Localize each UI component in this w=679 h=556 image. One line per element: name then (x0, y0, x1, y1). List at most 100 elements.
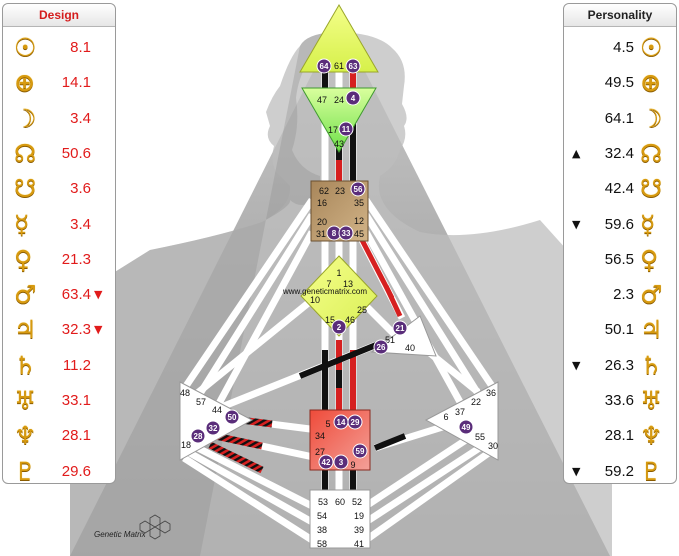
gate-30[interactable]: 30 (488, 441, 498, 451)
design-row-venus[interactable]: ♀21.3 (3, 245, 115, 275)
design-row-pluto[interactable]: ♇29.6 (3, 457, 115, 487)
design-row-uranus[interactable]: ♅33.1 (3, 386, 115, 416)
activated-gate-59[interactable]: 59 (352, 443, 368, 459)
gate-20[interactable]: 20 (317, 217, 327, 227)
gate-40[interactable]: 40 (405, 343, 415, 353)
activated-gate-21[interactable]: 21 (392, 320, 408, 336)
personality-row-sun[interactable]: ☉4.5 (564, 33, 676, 63)
activated-gate-33[interactable]: 33 (338, 225, 354, 241)
activated-gate-2[interactable]: 2 (331, 319, 347, 335)
activated-gate-26[interactable]: 26 (373, 339, 389, 355)
gate-7[interactable]: 7 (326, 279, 331, 289)
design-row-neptune[interactable]: ♆28.1 (3, 421, 115, 451)
gate-45[interactable]: 45 (354, 229, 364, 239)
personality-row-moon[interactable]: ☽64.1 (564, 104, 676, 134)
activated-gate-50[interactable]: 50 (224, 409, 240, 425)
personality-row-north-node[interactable]: ☊32.4▲ (564, 139, 676, 169)
gate-61[interactable]: 61 (334, 61, 344, 71)
personality-row-pluto[interactable]: ♇59.2▼ (564, 457, 676, 487)
gate-1[interactable]: 1 (336, 268, 341, 278)
design-row-moon[interactable]: ☽ 3.4 (3, 104, 115, 134)
gate-35[interactable]: 35 (354, 198, 364, 208)
activated-gate-8[interactable]: 8 (326, 225, 342, 241)
gate-number: 63 (349, 62, 358, 71)
activated-gate-42[interactable]: 42 (318, 454, 334, 470)
design-row-mercury[interactable]: ☿3.4 (3, 210, 115, 240)
root-center[interactable] (309, 489, 371, 549)
personality-row-uranus[interactable]: ♅33.6 (564, 386, 676, 416)
personality-row-saturn[interactable]: ♄26.3▼ (564, 351, 676, 381)
activated-gate-4[interactable]: 4 (345, 90, 361, 106)
gate-6[interactable]: 6 (443, 412, 448, 422)
gate-line-value: 26.3 (604, 356, 634, 374)
moon-icon: ☽ (14, 103, 37, 133)
activated-gate-56[interactable]: 56 (350, 181, 366, 197)
gate-62[interactable]: 62 (319, 186, 329, 196)
gate-37[interactable]: 37 (455, 407, 465, 417)
gate-60[interactable]: 60 (335, 497, 345, 507)
gate-line-value: 50.1 (604, 321, 634, 339)
design-row-earth[interactable]: ⊕14.1 (3, 68, 115, 98)
gate-24[interactable]: 24 (334, 95, 344, 105)
gate-22[interactable]: 22 (471, 397, 481, 407)
design-row-saturn[interactable]: ♄11.2 (3, 351, 115, 381)
gate-line-value: 42.4 (604, 180, 634, 198)
activated-gate-29[interactable]: 29 (347, 414, 363, 430)
gate-12[interactable]: 12 (354, 216, 364, 226)
gate-25[interactable]: 25 (357, 305, 367, 315)
gate-23[interactable]: 23 (335, 186, 345, 196)
design-row-north-node[interactable]: ☊50.6 (3, 139, 115, 169)
design-row-mars[interactable]: ♂63.4▼ (3, 280, 115, 310)
gate-51[interactable]: 51 (385, 335, 395, 345)
gate-55[interactable]: 55 (475, 432, 485, 442)
gate-41[interactable]: 41 (354, 539, 364, 549)
design-row-south-node[interactable]: ☋3.6 (3, 174, 115, 204)
gate-47[interactable]: 47 (317, 95, 327, 105)
activated-gate-32[interactable]: 32 (205, 420, 221, 436)
gate-53[interactable]: 53 (318, 497, 328, 507)
design-row-sun[interactable]: ☉8.1 (3, 33, 115, 63)
activated-gate-14[interactable]: 14 (333, 414, 349, 430)
gate-31[interactable]: 31 (316, 229, 326, 239)
gate-46[interactable]: 46 (345, 315, 355, 325)
activated-gate-63[interactable]: 63 (345, 58, 361, 74)
g-center[interactable] (300, 255, 378, 337)
gate-9[interactable]: 9 (350, 460, 355, 470)
gate-10[interactable]: 10 (310, 295, 320, 305)
personality-row-south-node[interactable]: ☋42.4 (564, 174, 676, 204)
gate-57[interactable]: 57 (196, 397, 206, 407)
personality-row-mercury[interactable]: ☿59.6▼ (564, 210, 676, 240)
gate-13[interactable]: 13 (343, 279, 353, 289)
personality-row-venus[interactable]: ♀56.5 (564, 245, 676, 275)
gate-58[interactable]: 58 (317, 539, 327, 549)
personality-row-jupiter[interactable]: ♃50.1 (564, 315, 676, 345)
gate-16[interactable]: 16 (317, 198, 327, 208)
personality-row-neptune[interactable]: ♆28.1 (564, 421, 676, 451)
gate-18[interactable]: 18 (181, 440, 191, 450)
gate-27[interactable]: 27 (315, 447, 325, 457)
gate-34[interactable]: 34 (315, 431, 325, 441)
gate-19[interactable]: 19 (354, 511, 364, 521)
gate-39[interactable]: 39 (354, 525, 364, 535)
gate-5[interactable]: 5 (325, 419, 330, 429)
head-center[interactable] (299, 4, 379, 73)
gate-36[interactable]: 36 (486, 388, 496, 398)
gate-48[interactable]: 48 (180, 388, 190, 398)
gate-54[interactable]: 54 (317, 511, 327, 521)
gate-17[interactable]: 17 (328, 125, 338, 135)
gate-52[interactable]: 52 (352, 497, 362, 507)
gate-43[interactable]: 43 (334, 139, 344, 149)
activated-gate-28[interactable]: 28 (190, 428, 206, 444)
gate-number: 28 (194, 432, 203, 441)
activated-gate-3[interactable]: 3 (333, 454, 349, 470)
gate-line-value: 3.4 (70, 109, 91, 127)
activated-gate-11[interactable]: 11 (338, 121, 354, 137)
activated-gate-64[interactable]: 64 (316, 58, 332, 74)
activated-gate-49[interactable]: 49 (458, 419, 474, 435)
gate-38[interactable]: 38 (317, 525, 327, 535)
design-row-jupiter[interactable]: ♃32.3▼ (3, 315, 115, 345)
gate-15[interactable]: 15 (325, 315, 335, 325)
gate-44[interactable]: 44 (212, 405, 222, 415)
personality-row-earth[interactable]: ⊕49.5 (564, 68, 676, 98)
personality-row-mars[interactable]: ♂2.3 (564, 280, 676, 310)
